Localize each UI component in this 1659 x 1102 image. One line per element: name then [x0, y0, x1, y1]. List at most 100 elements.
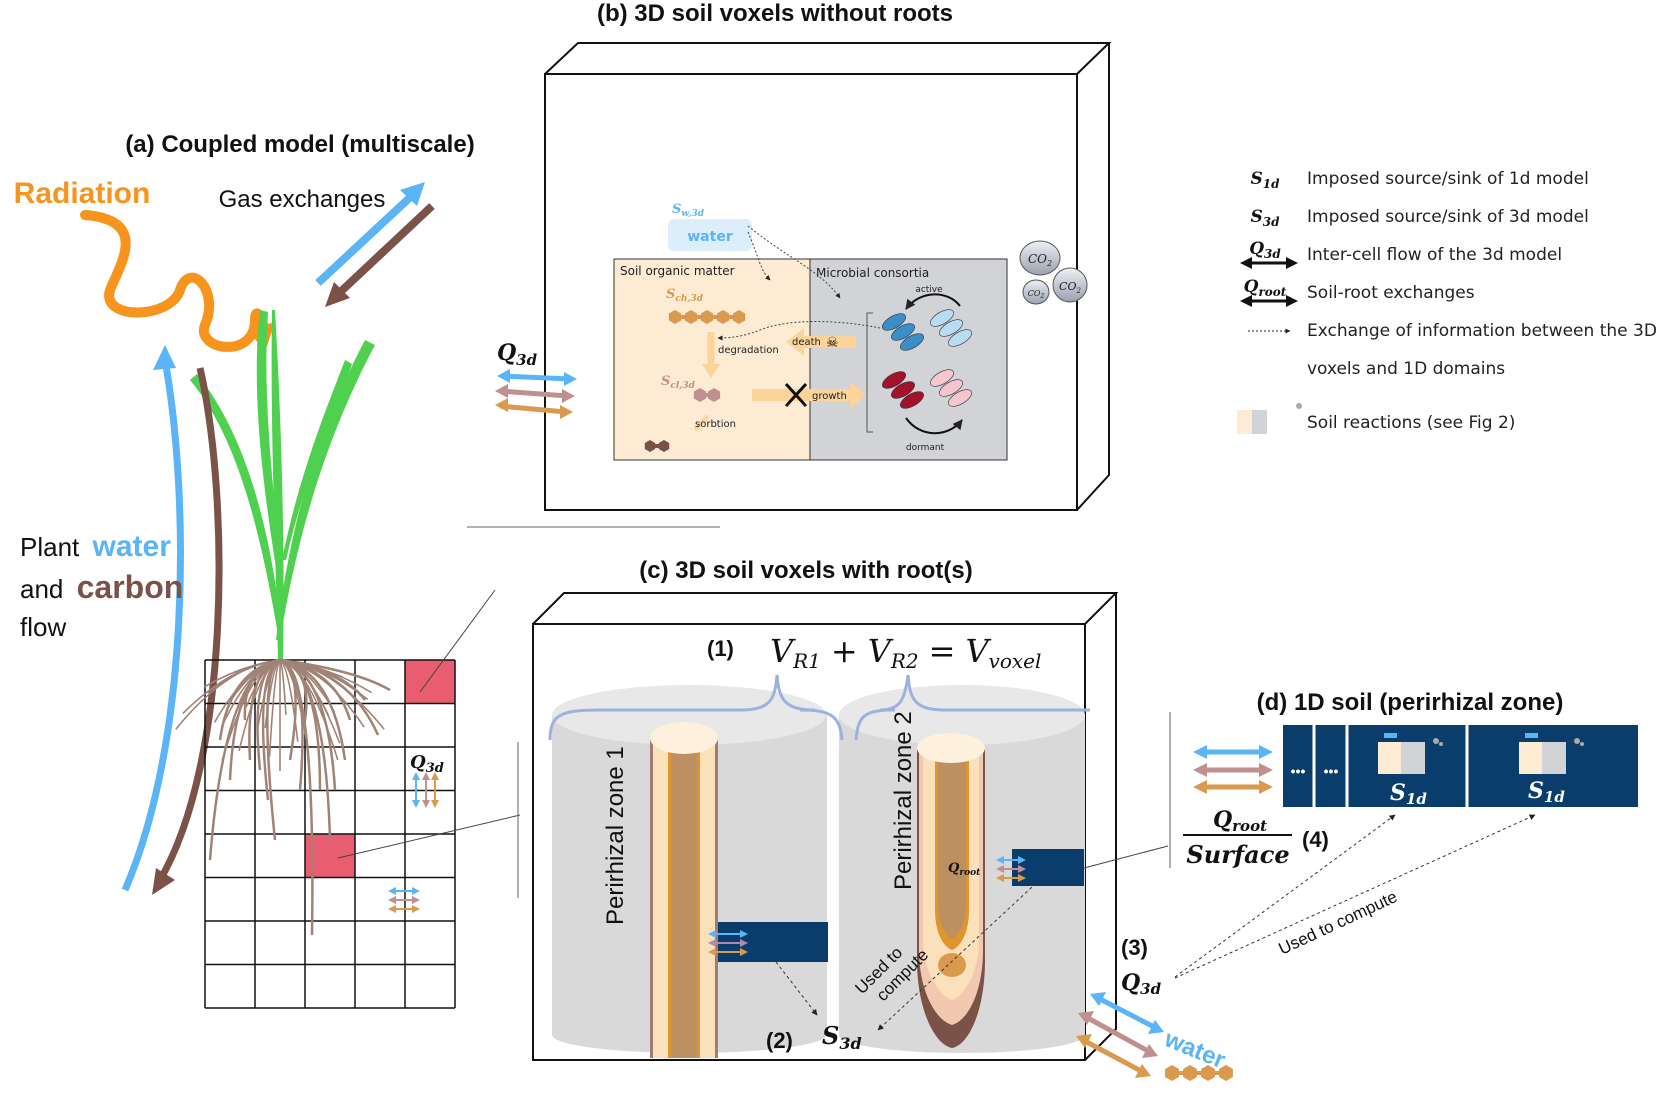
fraction-number-label: (4) — [1302, 827, 1329, 852]
root-system-icon — [175, 658, 391, 936]
death-arrow-icon — [800, 336, 856, 348]
panel-d-title: (d) 1D soil (perirhizal zone) — [1257, 689, 1564, 716]
used-to-compute-label-d: Used to compute — [1276, 887, 1401, 959]
gas-out-arrowhead-icon — [400, 182, 425, 206]
simple-carbon-chain-icon — [693, 388, 721, 402]
dormant-cycle-arrow-icon — [905, 417, 963, 435]
scl-label: Scl,3d — [661, 374, 696, 391]
sch-label: Sch,3d — [666, 287, 704, 304]
active-cycle-arrow-icon — [905, 293, 961, 310]
sorbtion-arrow-icon — [693, 414, 710, 432]
legend: Imposed source/sink of 1d modelS1dImpose… — [1237, 169, 1657, 434]
oned-slab-zone2 — [1012, 849, 1084, 886]
hexagon — [700, 310, 714, 324]
equation-number: (1) — [707, 636, 734, 661]
microbe-cells-icon — [882, 309, 972, 409]
panel-d-bottom-flux-arrows-icon — [1076, 992, 1164, 1078]
s1d-label-cell2: S1d — [1528, 778, 1565, 806]
panel-b-title: (b) 3D soil voxels without roots — [597, 0, 953, 27]
skull-icon: ☠ — [826, 334, 839, 350]
radiation-wave-icon — [80, 210, 270, 352]
hexagon — [684, 310, 698, 324]
radiation-label: Radiation — [14, 177, 151, 210]
q3d-number: (3) — [1121, 935, 1148, 960]
microbe-cell — [891, 381, 915, 399]
brace-zone-2 — [854, 674, 1090, 741]
growth-arrowhead-icon — [850, 381, 866, 409]
chain-bond — [728, 315, 734, 319]
microbe-cell — [948, 389, 972, 407]
legend-item-text: Imposed source/sink of 3d model — [1307, 207, 1589, 227]
plant-carbon-arrowhead-icon — [152, 868, 175, 895]
gas-in-arrowhead-icon — [325, 282, 350, 307]
microbe-cell — [891, 323, 915, 341]
chain-bond — [1214, 1071, 1220, 1075]
fraction-denominator: Surface — [1186, 840, 1289, 869]
root-hair — [264, 659, 281, 728]
soil-voxel-grid — [204, 659, 456, 1009]
connector-line-d — [1083, 845, 1169, 869]
growth-label: growth — [812, 391, 847, 402]
microbe-cell — [900, 333, 924, 351]
hexagon — [693, 388, 707, 402]
chain-bond — [1178, 1071, 1184, 1075]
panel-b-q3d-label: Q3d — [497, 340, 538, 369]
info-line-microbe-som — [717, 321, 881, 341]
volume-equation: VR1+VR2=Vvoxel — [770, 632, 1041, 673]
plant-water-flow-arrow-icon — [121, 359, 184, 892]
legend-co2-icon — [1296, 403, 1302, 409]
info-line-water-som — [747, 231, 771, 281]
co2-bubble-medium: CO2 — [1052, 267, 1088, 303]
dormant-label: dormant — [906, 443, 945, 453]
gas-exchanges-label: Gas exchanges — [219, 186, 386, 213]
legend-item-symbol: S3d — [1250, 207, 1280, 229]
root-hair — [206, 659, 281, 694]
fork-knife-icon — [784, 382, 808, 408]
chain-bond — [654, 444, 660, 448]
flow-label-line3: flow — [20, 612, 66, 642]
s1d-label-cell1: S1d — [1390, 780, 1427, 808]
microbe-bracket — [866, 312, 873, 433]
degradation-arrowhead-icon — [702, 364, 720, 378]
degradation-label: degradation — [718, 345, 779, 356]
chain-bond — [1196, 1071, 1202, 1075]
root-hair — [279, 659, 372, 694]
perirhizal-zone-1-label: Perirhizal zone 1 — [602, 746, 629, 925]
chain-bond — [705, 393, 709, 397]
oned-ellipsis-cell: ••• — [1291, 763, 1306, 779]
complex-carbon-chain-icon — [668, 310, 746, 324]
death-arrowhead-icon — [786, 328, 804, 356]
microbe-label: Microbial consortia — [816, 266, 929, 280]
mini-reaction-thumbnail-icon — [1378, 733, 1443, 774]
panel-b: (b) 3D soil voxels without roots Q3d Sw,… — [495, 0, 1112, 511]
legend-item-symbol: Qroot — [1244, 277, 1287, 299]
root-hair — [279, 659, 287, 715]
growth-arrow-icon — [752, 389, 850, 401]
microbe-cell — [948, 329, 972, 347]
hexagon — [707, 388, 721, 402]
s3d-number: (2) — [766, 1028, 793, 1053]
q3d-label: Q3d — [1121, 970, 1162, 998]
connector-line-c — [337, 814, 521, 859]
legend-item-text: Soil reactions (see Fig 2) — [1307, 413, 1515, 433]
gas-out-arrow-icon — [315, 187, 421, 286]
s3d-label: S3d — [822, 1021, 862, 1053]
legend-item-symbol: S1d — [1250, 169, 1280, 191]
hexagon — [668, 310, 682, 324]
microbe-cell — [930, 369, 954, 387]
root-hair — [279, 659, 308, 741]
co2-bubble-small: CO2 — [1022, 279, 1050, 305]
fraction-numerator: Qroot — [1213, 807, 1267, 835]
microbe-cell — [930, 309, 954, 327]
info-line-slab2-s3d — [877, 874, 1046, 1031]
sorbed-carbon-icon — [644, 440, 670, 452]
som-label: Soil organic matter — [620, 264, 735, 278]
root-segment-2-icon — [917, 733, 985, 1048]
microbial-consortia-box — [809, 258, 1008, 461]
grid-q3d-label: Q3d — [410, 752, 444, 776]
selected-voxel — [405, 660, 455, 704]
microbe-cell — [882, 313, 906, 331]
mini-reaction-thumbnail-icon — [1519, 733, 1584, 774]
legend-item-text: Exchange of information between the 3D — [1307, 321, 1657, 341]
gas-in-arrow-icon — [332, 203, 435, 300]
